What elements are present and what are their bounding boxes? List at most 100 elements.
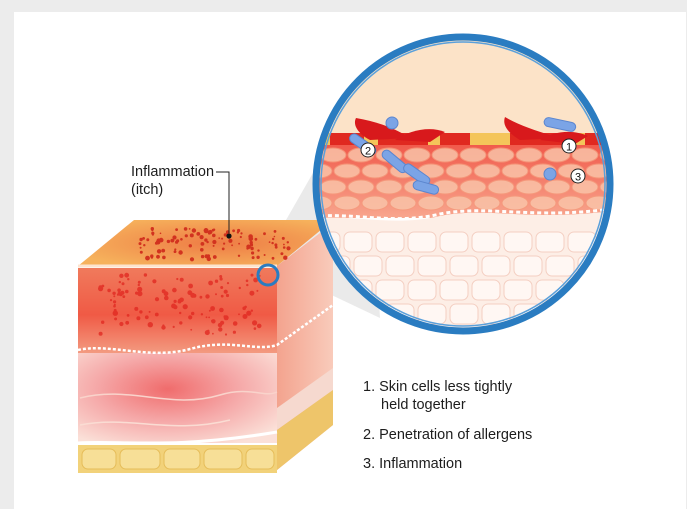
- marker-3: 3: [571, 169, 585, 184]
- epidermal-cell: [362, 164, 388, 178]
- inflammation-dot: [208, 231, 211, 234]
- dermal-cell: [440, 232, 468, 252]
- epidermis-dot: [179, 321, 182, 324]
- epidermis-dot: [180, 278, 184, 282]
- epidermis-dot: [179, 312, 181, 314]
- inflammation-dot: [156, 255, 160, 259]
- epidermis-dot: [152, 279, 156, 283]
- inflammation-dot: [231, 244, 233, 246]
- legend-item-1: 1. Skin cells less tightly: [363, 378, 512, 396]
- epidermal-cell: [544, 180, 570, 194]
- callout-label-line1: Inflammation: [131, 163, 214, 181]
- dermal-cell: [376, 232, 404, 252]
- inflammation-dot: [223, 243, 225, 245]
- dermal-cell: [450, 256, 478, 276]
- epidermis-dot: [98, 286, 103, 291]
- epidermis-dot: [246, 284, 248, 286]
- epidermal-cell: [446, 164, 472, 178]
- epidermis-dot: [119, 274, 123, 278]
- epidermal-cell: [558, 196, 584, 210]
- dermal-cell: [344, 328, 372, 348]
- inflammation-dot: [231, 239, 233, 241]
- epidermal-cell: [516, 148, 542, 162]
- epidermis-dot: [127, 314, 130, 317]
- epidermis-dot: [138, 281, 141, 284]
- dermal-cell: [546, 256, 574, 276]
- inflammation-dot: [167, 240, 170, 243]
- svg-text:1: 1: [566, 142, 572, 154]
- epidermis-dot: [256, 290, 258, 292]
- epidermis-dot: [145, 315, 149, 319]
- epidermis-dot: [119, 281, 121, 283]
- inflammation-dot: [249, 237, 254, 242]
- inflammation-dot: [218, 237, 220, 239]
- dermal-cell: [610, 256, 638, 276]
- epidermis-dot: [144, 273, 147, 276]
- epidermis-dot: [190, 329, 192, 331]
- dermal-cell: [472, 280, 500, 300]
- epidermis-dot: [113, 311, 118, 316]
- inflammation-dot: [287, 241, 289, 243]
- epidermal-cell: [376, 180, 402, 194]
- dermal-cell: [376, 328, 404, 348]
- epidermis-dot: [238, 313, 240, 315]
- epidermis-dot: [226, 294, 229, 297]
- inflammation-dot: [140, 251, 143, 254]
- epidermis-dot: [219, 308, 224, 313]
- inflammation-dot: [238, 255, 240, 257]
- inflammation-dot: [159, 238, 164, 243]
- epidermis-dot: [249, 291, 254, 296]
- epidermal-cell: [530, 196, 556, 210]
- inflammation-dot: [275, 246, 278, 249]
- epidermis-dot: [251, 310, 253, 312]
- epidermis-dot: [212, 333, 214, 335]
- skin-surface: [300, 30, 630, 140]
- inflammation-dot: [250, 247, 253, 250]
- epidermis-dot: [257, 324, 262, 329]
- epidermal-cell: [474, 196, 500, 210]
- epidermal-cell: [418, 196, 444, 210]
- inflammation-dot: [175, 228, 178, 231]
- epidermal-cell: [502, 196, 528, 210]
- epidermis-dot: [215, 293, 217, 295]
- epidermis-dot: [173, 326, 175, 328]
- dermal-cell: [482, 256, 510, 276]
- epidermal-cell: [334, 196, 360, 210]
- inflammation-dot: [174, 250, 177, 253]
- epidermis-dot: [174, 300, 177, 303]
- dermal-cell: [472, 232, 500, 252]
- epidermis-dot: [125, 290, 129, 294]
- epidermal-cell: [614, 164, 640, 178]
- inflammation-dot: [212, 234, 216, 238]
- marker-2: 2: [361, 143, 375, 158]
- dermal-cell: [418, 304, 446, 324]
- epidermis-dot: [179, 298, 184, 303]
- inflammation-dot: [146, 238, 149, 241]
- dermis-layer: [78, 353, 277, 443]
- inflammation-dot: [151, 256, 153, 258]
- epidermis-dot: [136, 316, 140, 320]
- dermal-cell: [376, 280, 404, 300]
- inflammation-dot: [152, 234, 154, 236]
- inflammation-dot: [190, 257, 194, 261]
- epidermis-dot: [191, 312, 194, 315]
- skin-block: [78, 220, 333, 473]
- inflammation-dot: [201, 255, 204, 258]
- inflammation-dot: [213, 255, 217, 259]
- inflammation-dot: [255, 238, 258, 241]
- epidermis-dot: [114, 304, 116, 306]
- epidermis-dot: [188, 315, 192, 319]
- inflammation-dot: [139, 238, 142, 241]
- inflammation-dot: [213, 245, 215, 247]
- marker-1: 1: [562, 139, 576, 154]
- epidermal-cell: [320, 180, 346, 194]
- dermal-cell: [578, 304, 606, 324]
- epidermis-dot: [134, 307, 138, 311]
- inflammation-dot: [238, 243, 240, 245]
- epidermis-dot: [114, 318, 117, 321]
- epidermal-cell: [348, 180, 374, 194]
- epidermis-dot: [125, 321, 129, 325]
- inflammation-dot: [251, 251, 254, 254]
- epidermis-dot: [99, 332, 103, 336]
- inflammation-dot: [274, 230, 277, 233]
